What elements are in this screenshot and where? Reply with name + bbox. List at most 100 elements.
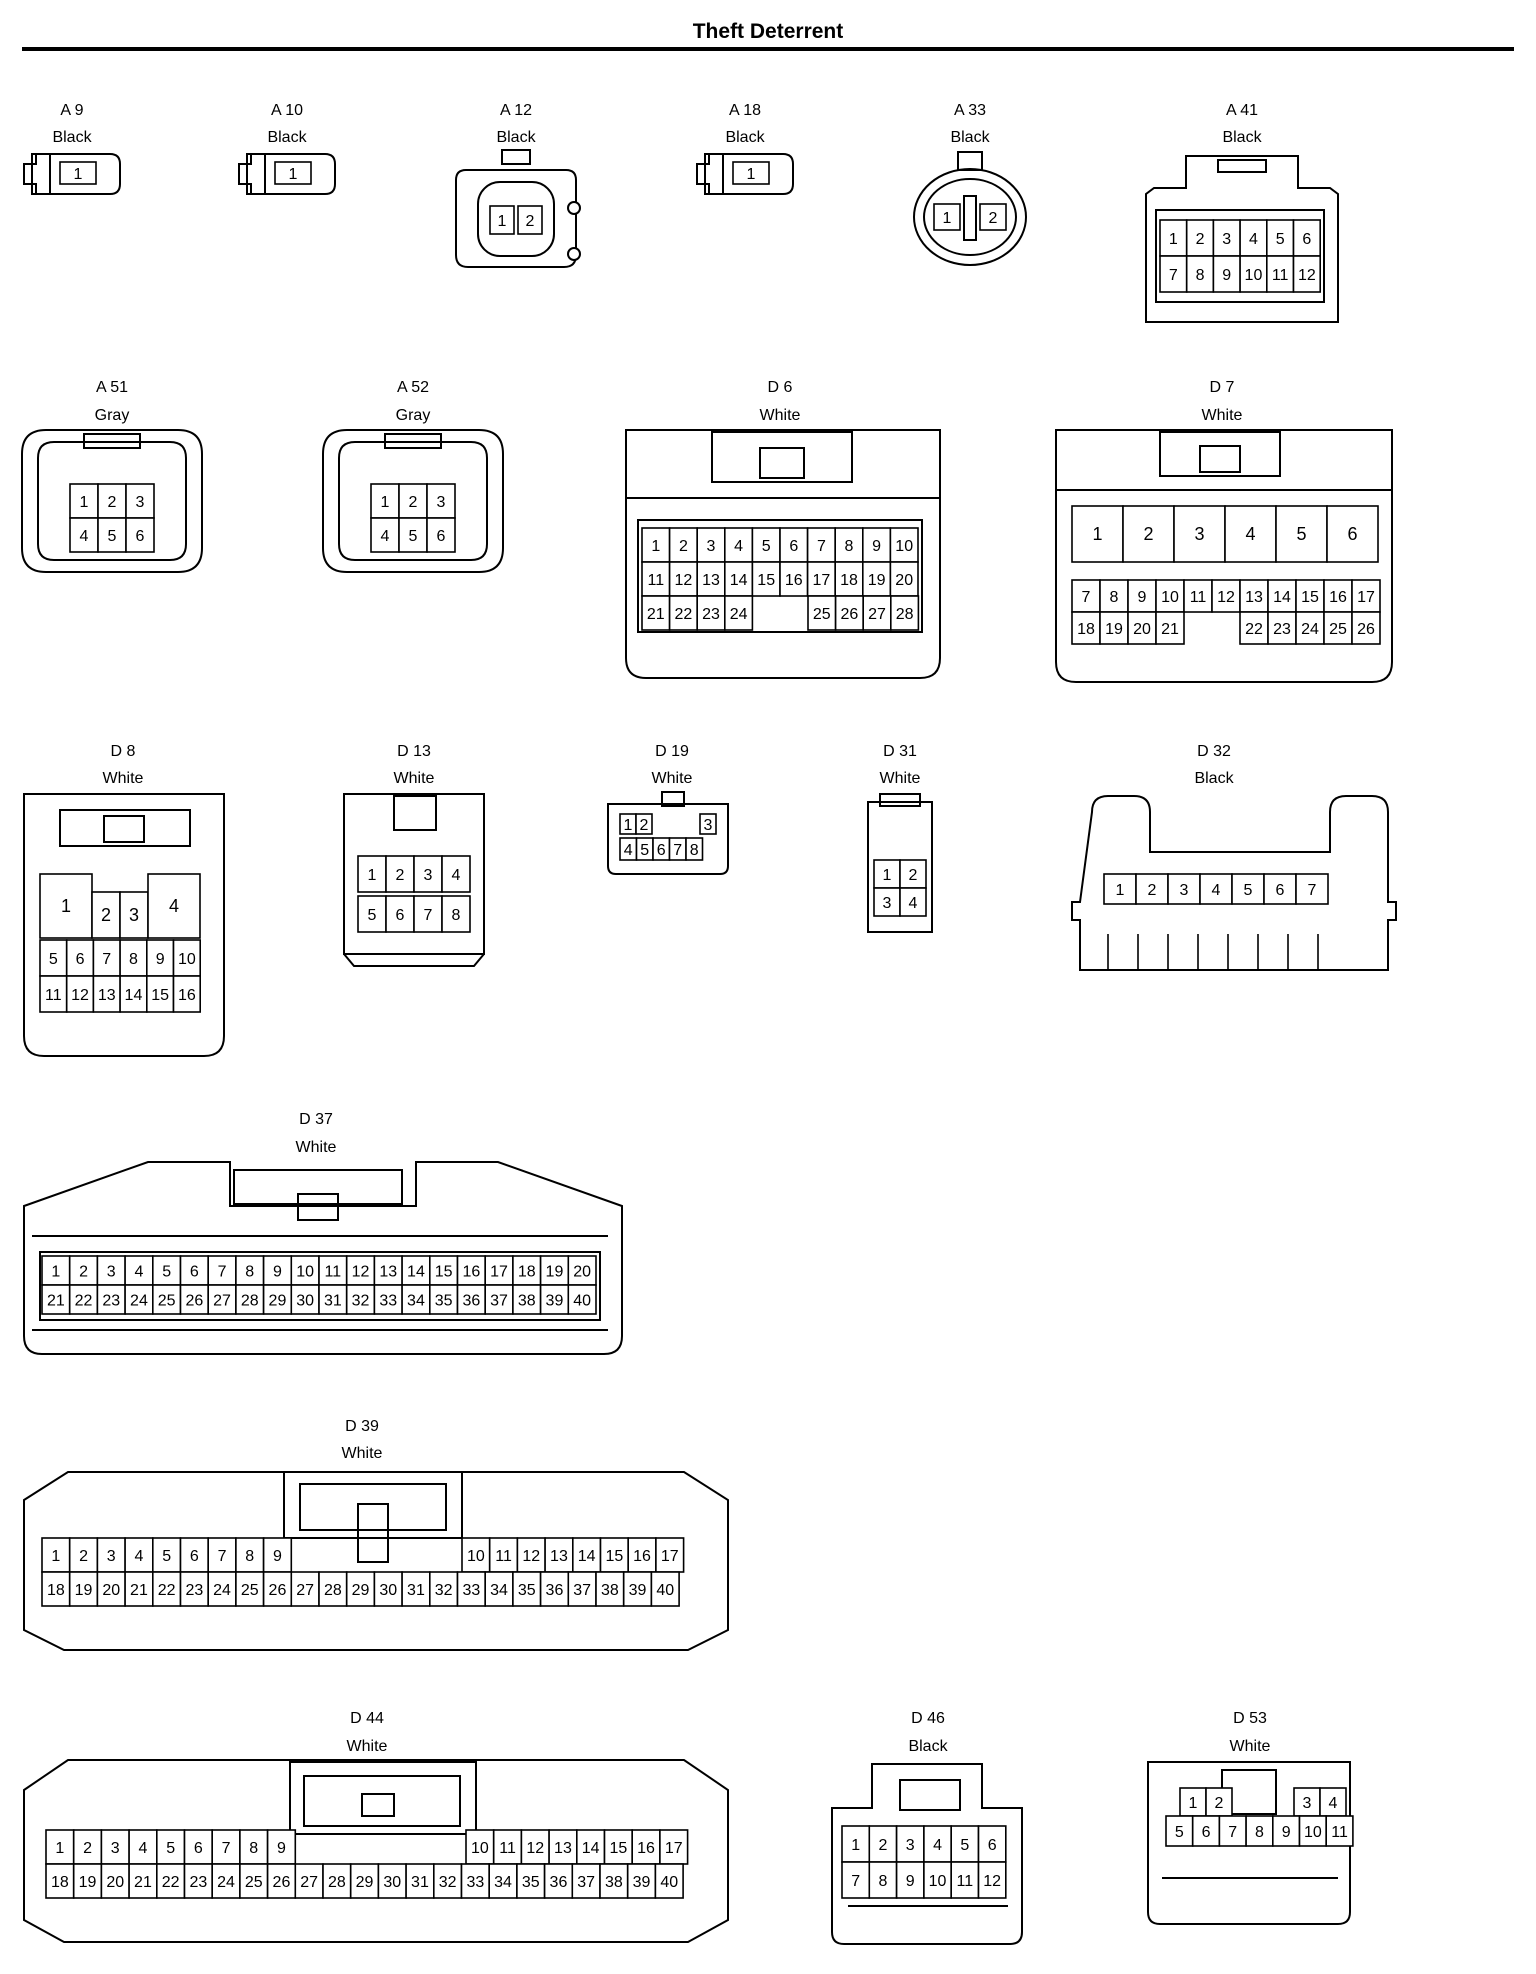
pin-cell-d7-26 [1351,611,1381,645]
pin-cell-d6-20 [889,561,919,597]
page-title: Theft Deterrent [692,20,844,43]
pin-label-d53-8: 8 [1255,1824,1264,1841]
pin-cell-d7-4 [1224,505,1277,563]
pin-label-a41-11: 11 [1272,267,1289,284]
pin-label-a51-2: 2 [108,494,117,511]
pin-label-d37-14: 14 [407,1264,425,1281]
pin-label-d44-35: 35 [522,1874,540,1891]
pin-label-d44-33: 33 [466,1874,484,1891]
pin-cell-d6-3 [696,527,726,563]
pin-label-d39-10: 10 [467,1548,485,1565]
pin-label-d7-10: 10 [1161,589,1179,606]
pin-label-d39-19: 19 [75,1582,93,1599]
pin-cell-a12-2 [517,205,543,235]
pin-label-d6-24: 24 [730,606,748,623]
pin-label-d37-18: 18 [518,1264,536,1281]
pin-label-d7-9: 9 [1138,589,1147,606]
pin-label-d44-17: 17 [665,1840,683,1857]
pin-label-d37-32: 32 [352,1293,370,1310]
pin-label-d31-1: 1 [883,867,892,884]
connector-id-a10: A 10 [271,102,303,119]
pin-cell-d44-21 [128,1863,158,1899]
latch-tab [384,433,442,449]
pin-label-d39-1: 1 [51,1548,60,1565]
pin-label-d6-20: 20 [895,572,913,589]
pin-cell-a51-3 [125,483,155,519]
pin-label-d39-3: 3 [107,1548,116,1565]
pin-label-d37-11: 11 [325,1264,342,1281]
pin-label-d44-8: 8 [249,1840,258,1857]
pin-label-d37-36: 36 [462,1293,480,1310]
pin-label-d37-31: 31 [324,1293,342,1310]
pin-label-d13-5: 5 [368,907,377,924]
pin-cell-a41-9 [1212,255,1241,293]
pin-cell-d37-40 [567,1284,597,1315]
pin-cell-d44-32 [432,1863,463,1899]
pin-label-d53-1: 1 [1189,1795,1198,1812]
pin-label-d46-5: 5 [960,1837,969,1854]
latch-tab [246,153,266,195]
pin-cell-d39-25 [235,1571,265,1607]
key-rib [963,195,977,241]
pin-label-d13-6: 6 [396,907,405,924]
pin-cell-d37-31 [318,1284,348,1315]
pin-label-a52-6: 6 [437,528,446,545]
pin-cell-d39-40 [650,1571,680,1607]
connector-color-d44: White [347,1738,388,1755]
pin-label-a12-2: 2 [526,213,535,230]
pin-cell-d39-1 [41,1537,71,1573]
pin-label-d44-16: 16 [637,1840,655,1857]
pin-label-a51-3: 3 [136,494,145,511]
pin-label-a41-8: 8 [1196,267,1205,284]
connector-face [923,178,1017,256]
pin-cell-d39-23 [179,1571,210,1607]
pin-label-a41-2: 2 [1196,231,1205,248]
pin-label-d31-4: 4 [909,895,918,912]
latch-housing [711,431,853,483]
connector-id-d53: D 53 [1233,1710,1267,1727]
pin-label-d8-14: 14 [125,987,143,1004]
pin-cell-d37-17 [484,1255,514,1286]
pin-cell-d13-7 [413,895,443,933]
pin-cell-d44-27 [294,1863,324,1899]
connector-id-d8: D 8 [111,743,136,760]
pin-label-d8-12: 12 [71,987,89,1004]
pin-label-d8-4: 4 [169,896,179,916]
latch-tab [661,791,685,807]
connector-id-d13: D 13 [397,743,431,760]
pin-label-d6-17: 17 [813,572,831,589]
latch-tab [357,1503,389,1563]
pin-label-d39-35: 35 [518,1582,536,1599]
pin-cell-d6-27 [862,595,892,631]
connector-color-d53: White [1230,1738,1271,1755]
pin-label-d19-1: 1 [624,817,633,834]
pin-cell-d7-21 [1155,611,1185,645]
pin-label-d37-12: 12 [352,1264,370,1281]
pin-label-d44-19: 19 [79,1874,97,1891]
pin-label-d39-4: 4 [134,1548,143,1565]
pin-label-d7-21: 21 [1161,621,1179,638]
latch-tab [103,815,145,843]
pin-label-d53-7: 7 [1228,1824,1237,1841]
pin-label-d37-8: 8 [245,1264,254,1281]
pin-label-d39-18: 18 [47,1582,65,1599]
pin-cell-d6-7 [806,527,836,563]
pin-label-d46-8: 8 [878,1873,887,1890]
pin-label-d6-5: 5 [762,538,771,555]
pin-label-d6-9: 9 [872,538,881,555]
pin-cell-d37-11 [318,1255,348,1286]
pin-cell-d46-9 [895,1861,925,1899]
pin-label-d39-39: 39 [629,1582,647,1599]
pin-cell-d39-34 [484,1571,514,1607]
pin-label-d39-13: 13 [550,1548,568,1565]
pin-label-d37-22: 22 [75,1293,93,1310]
pin-label-d6-2: 2 [679,538,688,555]
pin-label-d13-4: 4 [452,867,461,884]
pin-label-a41-6: 6 [1302,231,1311,248]
pin-label-d39-23: 23 [185,1582,203,1599]
pin-label-d44-34: 34 [494,1874,512,1891]
pin-cell-a52-3 [426,483,456,519]
pin-label-d32-6: 6 [1276,882,1285,899]
